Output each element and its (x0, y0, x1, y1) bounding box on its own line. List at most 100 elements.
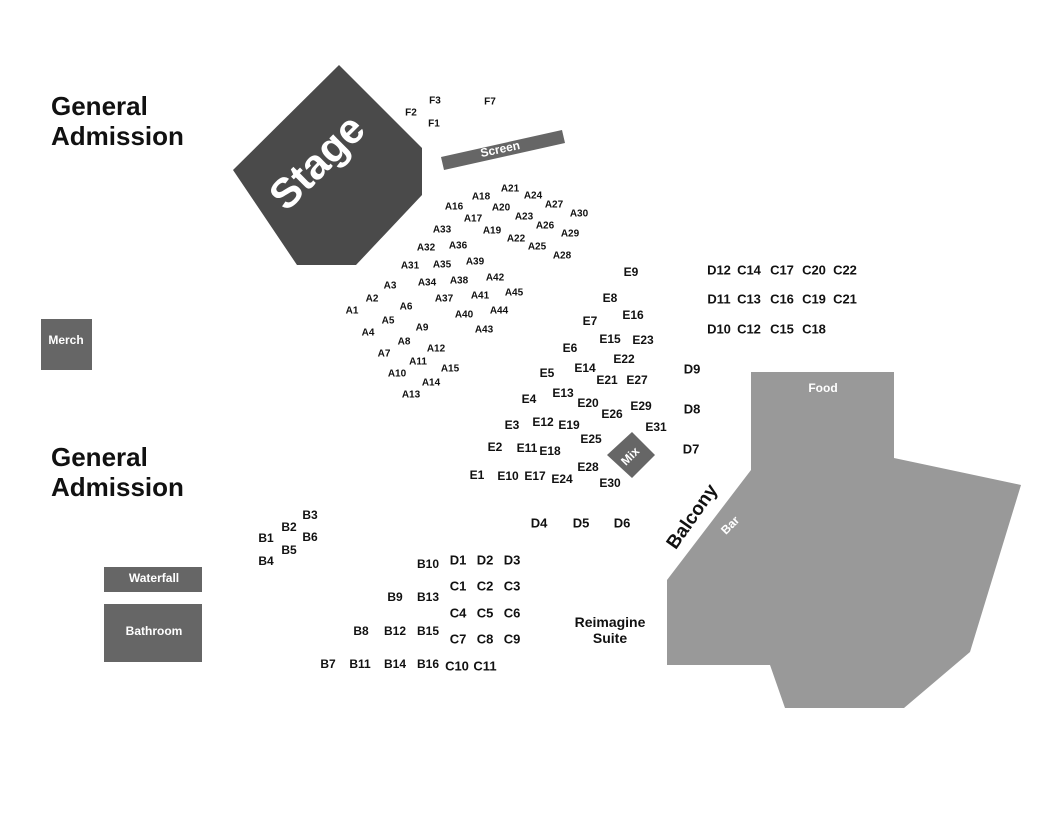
seat-a34[interactable]: A34 (418, 278, 437, 289)
seat-b11[interactable]: B11 (349, 657, 371, 671)
seat-c9[interactable]: C9 (504, 631, 521, 646)
seat-e9[interactable]: E9 (624, 265, 639, 279)
seat-e25[interactable]: E25 (580, 432, 602, 446)
seat-e23[interactable]: E23 (632, 333, 654, 347)
seat-a3[interactable]: A3 (384, 281, 397, 292)
seat-e27[interactable]: E27 (626, 373, 648, 387)
seat-c1[interactable]: C1 (450, 578, 467, 593)
seat-a30[interactable]: A30 (570, 209, 589, 220)
seat-e24[interactable]: E24 (551, 472, 573, 486)
seat-f1[interactable]: F1 (428, 119, 440, 130)
seat-a14[interactable]: A14 (422, 378, 441, 389)
seat-a10[interactable]: A10 (388, 369, 407, 380)
seat-e30[interactable]: E30 (599, 476, 621, 490)
seat-c5[interactable]: C5 (477, 605, 494, 620)
seat-d8[interactable]: D8 (684, 401, 701, 416)
seat-a29[interactable]: A29 (561, 229, 580, 240)
seat-c7[interactable]: C7 (450, 631, 467, 646)
seat-e5[interactable]: E5 (540, 366, 555, 380)
seat-e1[interactable]: E1 (470, 468, 485, 482)
seat-a21[interactable]: A21 (501, 184, 520, 195)
seat-d6[interactable]: D6 (614, 515, 631, 530)
seat-d10[interactable]: D10 (707, 321, 731, 336)
seat-c20[interactable]: C20 (802, 262, 826, 277)
seat-e10[interactable]: E10 (497, 469, 519, 483)
seat-c13[interactable]: C13 (737, 291, 761, 306)
seat-a32[interactable]: A32 (417, 243, 436, 254)
seat-c3[interactable]: C3 (504, 578, 521, 593)
seat-a44[interactable]: A44 (490, 306, 509, 317)
seat-b6[interactable]: B6 (302, 530, 318, 544)
seat-b4[interactable]: B4 (258, 554, 274, 568)
seat-a18[interactable]: A18 (472, 192, 491, 203)
seat-e26[interactable]: E26 (601, 407, 623, 421)
seat-a13[interactable]: A13 (402, 390, 421, 401)
seat-b5[interactable]: B5 (281, 543, 297, 557)
seat-a20[interactable]: A20 (492, 203, 511, 214)
merch-area[interactable]: Merch (41, 319, 92, 370)
seat-c4[interactable]: C4 (450, 605, 467, 620)
seat-c16[interactable]: C16 (770, 291, 794, 306)
seat-d9[interactable]: D9 (684, 361, 701, 376)
seat-e16[interactable]: E16 (622, 308, 644, 322)
seat-a23[interactable]: A23 (515, 212, 534, 223)
seat-b9[interactable]: B9 (387, 590, 403, 604)
seat-c12[interactable]: C12 (737, 321, 761, 336)
seat-c2[interactable]: C2 (477, 578, 494, 593)
balcony-area[interactable]: Food Bar Balcony (663, 372, 1021, 708)
seat-a35[interactable]: A35 (433, 260, 452, 271)
seat-c15[interactable]: C15 (770, 321, 794, 336)
seat-b12[interactable]: B12 (384, 624, 406, 638)
seat-a6[interactable]: A6 (400, 302, 413, 313)
seat-f3[interactable]: F3 (429, 96, 441, 107)
seat-c19[interactable]: C19 (802, 291, 826, 306)
waterfall-area[interactable]: Waterfall (104, 567, 202, 592)
seat-a22[interactable]: A22 (507, 234, 526, 245)
seat-a12[interactable]: A12 (427, 344, 446, 355)
seat-a27[interactable]: A27 (545, 200, 564, 211)
seat-a4[interactable]: A4 (362, 328, 375, 339)
seat-c11[interactable]: C11 (473, 658, 496, 673)
seat-e4[interactable]: E4 (522, 392, 537, 406)
seat-a31[interactable]: A31 (401, 261, 420, 272)
seat-c14[interactable]: C14 (737, 262, 762, 277)
seat-a40[interactable]: A40 (455, 310, 474, 321)
seat-e2[interactable]: E2 (488, 440, 503, 454)
seat-b10[interactable]: B10 (417, 557, 439, 571)
seat-e3[interactable]: E3 (505, 418, 520, 432)
seat-e7[interactable]: E7 (583, 314, 598, 328)
seat-a33[interactable]: A33 (433, 225, 452, 236)
seat-a41[interactable]: A41 (471, 291, 490, 302)
seat-e13[interactable]: E13 (552, 386, 574, 400)
seat-d12[interactable]: D12 (707, 262, 731, 277)
seat-a9[interactable]: A9 (416, 323, 429, 334)
seat-c10[interactable]: C10 (445, 658, 469, 673)
seat-a26[interactable]: A26 (536, 221, 555, 232)
seat-e19[interactable]: E19 (558, 418, 580, 432)
seat-b16[interactable]: B16 (417, 657, 439, 671)
seat-a2[interactable]: A2 (366, 294, 379, 305)
seat-b7[interactable]: B7 (320, 657, 336, 671)
seat-d11[interactable]: D11 (707, 291, 730, 306)
seat-f2[interactable]: F2 (405, 108, 417, 119)
seat-c18[interactable]: C18 (802, 321, 826, 336)
seat-c17[interactable]: C17 (770, 262, 794, 277)
seat-a5[interactable]: A5 (382, 316, 395, 327)
seat-a11[interactable]: A11 (409, 357, 427, 368)
seat-b1[interactable]: B1 (258, 531, 274, 545)
seat-e17[interactable]: E17 (524, 469, 546, 483)
seat-e21[interactable]: E21 (596, 373, 618, 387)
seat-e15[interactable]: E15 (599, 332, 621, 346)
seat-a38[interactable]: A38 (450, 276, 469, 287)
seat-e6[interactable]: E6 (563, 341, 578, 355)
seat-a42[interactable]: A42 (486, 273, 505, 284)
seat-b14[interactable]: B14 (384, 657, 406, 671)
bathroom-area[interactable]: Bathroom (104, 604, 202, 662)
seat-d1[interactable]: D1 (450, 552, 467, 567)
seat-d4[interactable]: D4 (531, 515, 548, 530)
seat-f7[interactable]: F7 (484, 97, 496, 108)
seat-c6[interactable]: C6 (504, 605, 521, 620)
seat-b8[interactable]: B8 (353, 624, 369, 638)
seat-a37[interactable]: A37 (435, 294, 454, 305)
seat-e31[interactable]: E31 (645, 420, 667, 434)
